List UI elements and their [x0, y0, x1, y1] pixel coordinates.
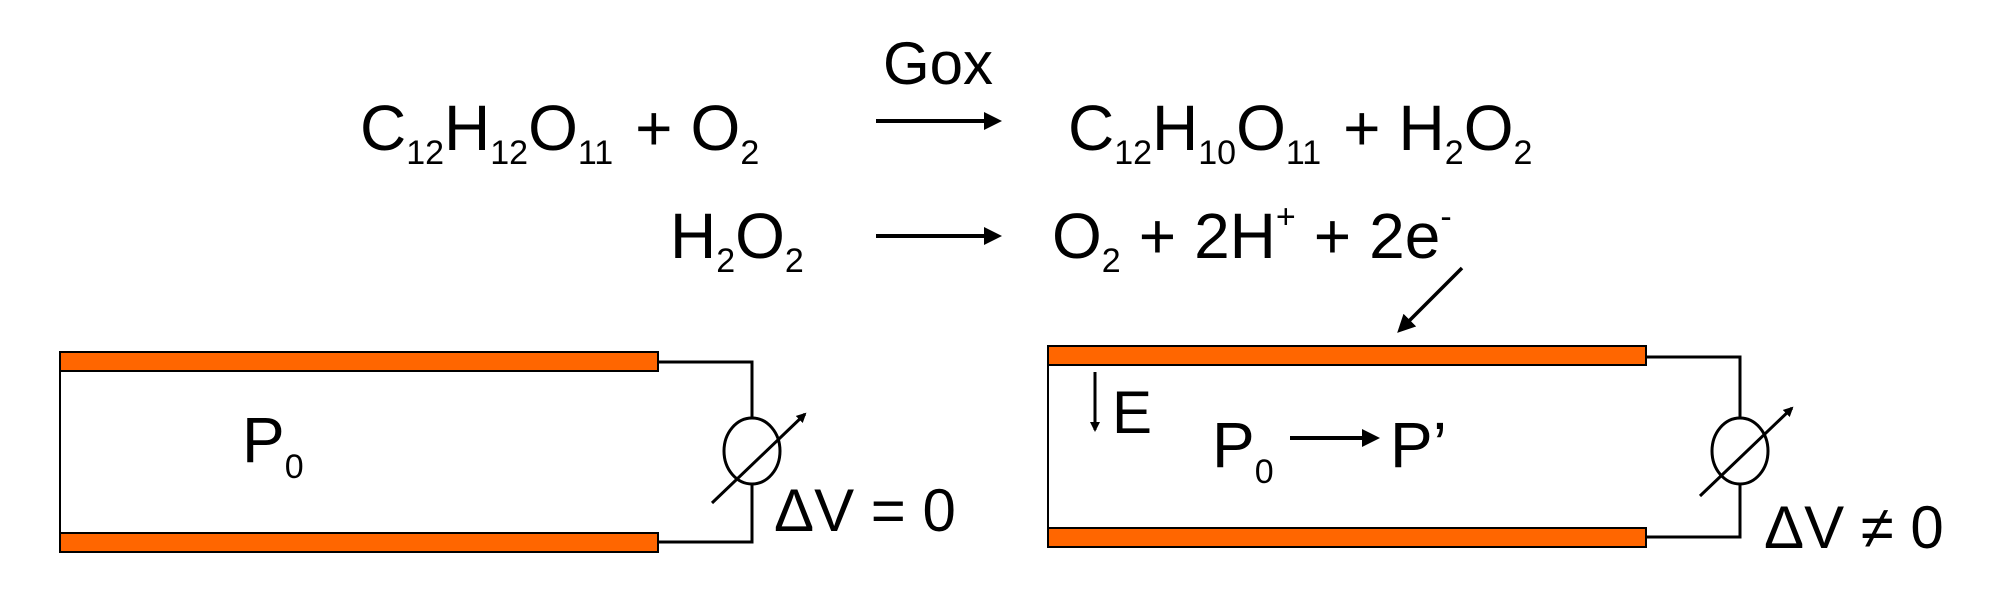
meter-icon — [1698, 406, 1794, 498]
top-electrode — [59, 351, 659, 372]
enzyme-label: Gox — [883, 30, 993, 97]
reaction-2-reactant: H2O2 — [670, 200, 804, 280]
bottom-electrode — [1047, 527, 1647, 548]
polarization-final-label: P’ — [1390, 409, 1447, 481]
voltage-label: ΔV ≠ 0 — [1764, 494, 1944, 561]
polarization-initial-label: P0 — [1212, 409, 1274, 491]
voltage-label: ΔV = 0 — [774, 477, 956, 544]
circuit-wire-top — [658, 360, 754, 418]
left-panel: P0 ΔV = 0 — [59, 351, 956, 553]
meter-icon — [710, 412, 807, 505]
field-label: E — [1112, 379, 1152, 446]
circuit-wire-bottom — [1646, 485, 1742, 539]
reaction-2: H2O2 O2+2H++2e- — [670, 198, 1464, 333]
circuit-wire-bottom — [658, 485, 754, 544]
right-panel: E P0 P’ ΔV ≠ 0 — [1047, 345, 1944, 561]
polarization-label: P0 — [242, 404, 304, 486]
top-electrode — [1047, 345, 1647, 366]
electron-arrow-icon — [1397, 266, 1464, 333]
reaction-1-reactants: C12H12O11+O2 — [360, 92, 759, 172]
reaction-1: C12H12O11+O2 Gox C12H10O11+H2O2 — [360, 30, 1532, 172]
circuit-wire-top — [1646, 355, 1742, 418]
reaction-1-products: C12H10O11+H2O2 — [1068, 92, 1532, 172]
reaction-2-products: O2+2H++2e- — [1052, 198, 1452, 280]
bottom-electrode — [59, 532, 659, 553]
